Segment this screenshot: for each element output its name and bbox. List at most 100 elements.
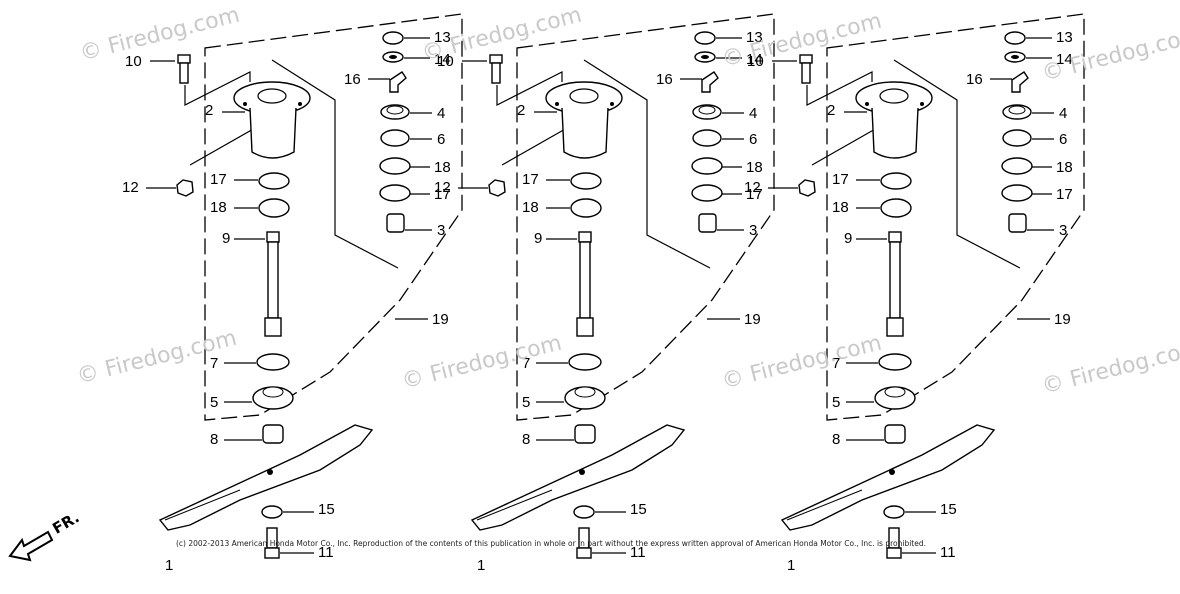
callout-12: 12 xyxy=(434,179,451,196)
bolt-hole xyxy=(555,102,559,106)
spindle-housing-bore xyxy=(257,88,287,104)
bolt-hole xyxy=(243,102,247,106)
nut-13 xyxy=(382,31,404,45)
callout-15: 15 xyxy=(318,501,335,518)
callout-9: 9 xyxy=(222,230,230,247)
shaft-spline xyxy=(886,317,904,337)
kit-boundary xyxy=(516,13,775,421)
spindle-housing-bore xyxy=(569,88,599,104)
bearing-18-lower xyxy=(258,198,290,218)
bracket-line xyxy=(893,59,1021,269)
spacer-6 xyxy=(380,129,410,147)
callout-15: 15 xyxy=(630,501,647,518)
kit-boundary xyxy=(204,13,463,421)
callout-9: 9 xyxy=(534,230,542,247)
callout-16: 16 xyxy=(344,71,361,88)
bearing-18-upper xyxy=(1001,157,1033,175)
bolt-shank xyxy=(179,62,189,84)
bolt-head xyxy=(489,54,503,64)
bearing-18-lower xyxy=(570,198,602,218)
bolt-head xyxy=(177,54,191,64)
adapter-hub xyxy=(574,386,596,398)
callout-17: 17 xyxy=(1056,186,1073,203)
blade-center-hole xyxy=(579,469,585,475)
callout-14: 14 xyxy=(1056,51,1073,68)
adapter-hub xyxy=(884,386,906,398)
callout-3: 3 xyxy=(1059,222,1067,239)
washer-7 xyxy=(568,353,602,371)
spindle-shaft-9 xyxy=(579,241,591,319)
bracket-line xyxy=(271,59,399,269)
callout-10: 10 xyxy=(125,53,142,70)
spindle-housing-body xyxy=(561,107,609,159)
spacer-6 xyxy=(1002,129,1032,147)
bolt-hole xyxy=(865,102,869,106)
spindle-shaft-9 xyxy=(267,241,279,319)
spindle-shaft-9 xyxy=(889,241,901,319)
shaft-spline xyxy=(264,317,282,337)
callout-4: 4 xyxy=(749,105,757,122)
grease-fitting-16 xyxy=(389,71,407,93)
bolt-hole xyxy=(920,102,924,106)
race-17-upper xyxy=(1001,184,1033,202)
blade-bolt-head xyxy=(886,547,902,559)
callout-13: 13 xyxy=(746,29,763,46)
washer-15 xyxy=(573,505,595,519)
bolt-shank xyxy=(801,62,811,84)
callout-13: 13 xyxy=(1056,29,1073,46)
callout-14: 14 xyxy=(746,51,763,68)
kit-boundary xyxy=(826,13,1085,421)
callout-8: 8 xyxy=(832,431,840,448)
spindle-housing-body xyxy=(871,107,919,159)
mower-blade-1 xyxy=(470,424,686,531)
spacer-8 xyxy=(574,424,596,444)
callout-6: 6 xyxy=(749,131,757,148)
callout-19: 19 xyxy=(1054,311,1071,328)
bearing-18-lower xyxy=(880,198,912,218)
washer-15 xyxy=(261,505,283,519)
callout-18: 18 xyxy=(210,199,227,216)
nut-13 xyxy=(1004,31,1026,45)
collar-3 xyxy=(386,213,405,233)
callout-5: 5 xyxy=(832,394,840,411)
front-arrow-icon xyxy=(8,530,54,562)
callout-1: 1 xyxy=(165,557,173,574)
race-17-upper xyxy=(379,184,411,202)
bearing-18-upper xyxy=(691,157,723,175)
bracket-line xyxy=(496,71,563,106)
callout-19: 19 xyxy=(432,311,449,328)
callout-8: 8 xyxy=(210,431,218,448)
grease-fitting-16 xyxy=(701,71,719,93)
bracket-line xyxy=(811,127,878,166)
seal-4-inner xyxy=(1008,105,1026,115)
callout-6: 6 xyxy=(437,131,445,148)
seal-4-inner xyxy=(386,105,404,115)
bolt-hole xyxy=(610,102,614,106)
spacer-8 xyxy=(262,424,284,444)
callout-8: 8 xyxy=(522,431,530,448)
race-17-lower xyxy=(258,172,290,190)
callout-3: 3 xyxy=(749,222,757,239)
bearing-18-upper xyxy=(379,157,411,175)
callout-11: 11 xyxy=(940,544,956,561)
callout-17: 17 xyxy=(832,171,849,188)
callout-18: 18 xyxy=(746,159,763,176)
callout-14: 14 xyxy=(434,51,451,68)
washer-hole xyxy=(701,55,709,59)
washer-hole xyxy=(1011,55,1019,59)
blade-center-hole xyxy=(267,469,273,475)
bracket-line xyxy=(583,59,711,269)
callout-3: 3 xyxy=(437,222,445,239)
shaft-thread xyxy=(266,231,280,243)
callout-4: 4 xyxy=(1059,105,1067,122)
callout-17: 17 xyxy=(746,186,763,203)
callout-16: 16 xyxy=(656,71,673,88)
spindle-housing-body xyxy=(249,107,297,159)
callout-18: 18 xyxy=(434,159,451,176)
washer-hole xyxy=(389,55,397,59)
bracket-line xyxy=(189,127,256,166)
callout-2: 2 xyxy=(517,102,525,119)
